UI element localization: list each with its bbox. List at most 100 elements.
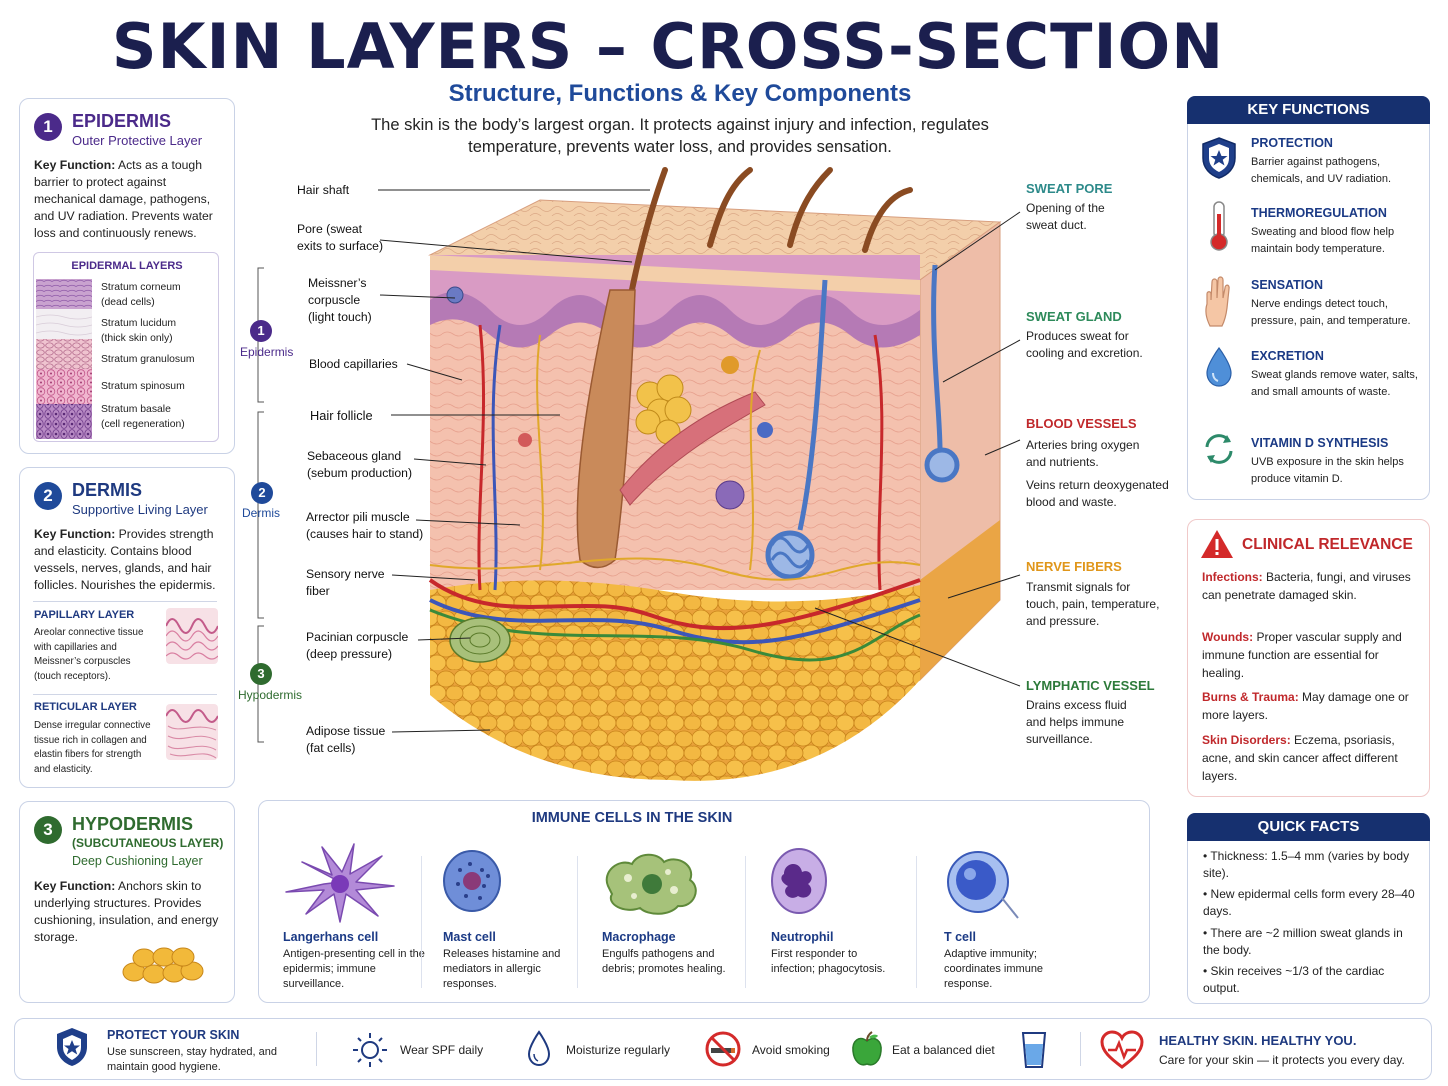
immune-tcell-name: T cell	[944, 930, 976, 944]
meissners-corpuscle	[446, 286, 464, 304]
dermis-key-function: Key Function: Provides strength and elas…	[34, 527, 216, 592]
t-cell-icon	[947, 851, 1019, 919]
sun-icon	[353, 1033, 387, 1067]
label-hair-follicle: Hair follicle	[310, 408, 373, 423]
immune-mast-name: Mast cell	[443, 930, 496, 944]
intro-text: The skin is the body’s largest organ. It…	[371, 116, 989, 156]
heart-pulse-icon	[1100, 1030, 1144, 1069]
key-functions-heading: KEY FUNCTIONS	[1187, 96, 1430, 124]
footer-protect-title: PROTECT YOUR SKIN	[107, 1028, 240, 1042]
hypodermis-title: HYPODERMIS	[72, 814, 194, 834]
layer-basale: Stratum basale(cell regeneration)	[101, 404, 185, 430]
quick-fact-item: • There are ~2 million sweat glands in t…	[1203, 926, 1403, 957]
marker-epidermis-number: 1	[250, 320, 272, 342]
hair-follicle	[576, 289, 636, 569]
label-sweat-pore-text: Opening of the sweat duct.	[1026, 201, 1105, 232]
immune-langerhans-name: Langerhans cell	[283, 930, 379, 944]
langerhans-cell-icon	[285, 843, 395, 923]
nerve-fiber	[429, 557, 921, 581]
no-smoking-icon	[705, 1031, 741, 1067]
cycle-arrows-icon	[1205, 434, 1233, 464]
pacinian-corpuscle	[449, 617, 511, 663]
immune-tcell-text: Adaptive immunity; coordinates immune re…	[944, 948, 1044, 990]
label-sweat-pore-title: SWEAT PORE	[1026, 181, 1113, 196]
divider	[745, 856, 746, 988]
hypodermis-subtitle: Deep Cushioning Layer	[72, 854, 203, 868]
reticular-text: Dense irregular connective tissue rich i…	[34, 720, 151, 775]
footer-healthy-text: Care for your skin — it protects you eve…	[1159, 1053, 1405, 1067]
layer-lucidum: Stratum lucidum(thick skin only)	[101, 318, 177, 344]
kf-vitamin-d-text: UVB exposure in the skin helps produce v…	[1251, 456, 1404, 485]
dermis-subtitle: Supportive Living Layer	[72, 502, 208, 517]
mast-cell-icon	[443, 850, 501, 912]
footer-healthy-title: HEALTHY SKIN. HEALTHY YOU.	[1159, 1033, 1357, 1048]
apple-icon	[852, 1031, 882, 1066]
warning-icon	[1201, 530, 1233, 558]
marker-hypodermis-label: Hypodermis	[238, 688, 303, 702]
papillary-text: Areolar connective tissue with capillari…	[34, 627, 144, 682]
divider	[316, 1032, 317, 1066]
page-title: SKIN LAYERS – CROSS-SECTION	[111, 10, 1225, 83]
label-blood-vessels-text2: Veins return deoxygenated blood and wast…	[1026, 478, 1169, 509]
divider	[1080, 1032, 1081, 1066]
quick-facts-card	[1187, 813, 1430, 1004]
label-blood-capillaries: Blood capillaries	[309, 357, 398, 371]
droplet-icon	[527, 1030, 551, 1067]
immune-cells-heading: IMMUNE CELLS IN THE SKIN	[531, 810, 733, 826]
hypodermis-title-sub: (SUBCUTANEOUS LAYER)	[72, 836, 224, 850]
reticular-illustration	[166, 704, 218, 760]
kf-excretion-text: Sweat glands remove water, salts, and sm…	[1251, 369, 1418, 398]
label-blood-vessels-text: Arteries bring oxygen and nutrients.	[1026, 438, 1140, 469]
quick-facts-heading: QUICK FACTS	[1187, 813, 1430, 841]
kf-thermoregulation-text: Sweating and blood flow help maintain bo…	[1251, 226, 1395, 255]
immune-neutrophil-name: Neutrophil	[771, 930, 834, 944]
label-lymphatic-text: Drains excess fluid and helps immune sur…	[1026, 698, 1127, 746]
label-nerve-fibers-title: NERVE FIBERS	[1026, 559, 1122, 574]
clinical-burns: Burns & Trauma: May damage one or more l…	[1202, 690, 1409, 722]
immune-macrophage-name: Macrophage	[602, 930, 676, 944]
shield-icon	[1202, 137, 1236, 179]
page-subtitle: Structure, Functions & Key Components	[448, 80, 912, 107]
divider	[916, 856, 917, 988]
kf-sensation-title: SENSATION	[1251, 278, 1323, 292]
hypodermis-number: 3	[34, 816, 62, 844]
label-sweat-gland-text: Produces sweat for cooling and excretion…	[1026, 329, 1143, 360]
tip-smoking: Avoid smoking	[752, 1043, 830, 1057]
reticular-title: RETICULAR LAYER	[34, 701, 137, 713]
artery	[428, 578, 921, 631]
tip-diet: Eat a balanced diet	[892, 1043, 995, 1057]
swatch-lucidum	[36, 309, 92, 339]
divider	[33, 601, 217, 602]
label-lymphatic-title: LYMPHATIC VESSEL	[1026, 678, 1155, 693]
epidermis-key-function: Key Function: Acts as a tough barrier to…	[34, 158, 213, 240]
dermis-card: 2 DERMIS Supportive Living Layer Key Fun…	[19, 467, 235, 788]
tip-moisturize: Moisturize regularly	[566, 1043, 671, 1057]
layer-granulosum: Stratum granulosum	[101, 354, 195, 365]
clinical-heading: CLINICAL RELEVANCE	[1242, 536, 1413, 553]
epidermis-title: EPIDERMIS	[72, 111, 172, 131]
divider	[421, 856, 422, 988]
label-pacinian-corpuscle: Pacinian corpuscle(deep pressure)	[306, 630, 409, 661]
marker-epidermis-label: Epidermis	[240, 345, 294, 359]
label-adipose-tissue: Adipose tissue(fat cells)	[306, 724, 386, 755]
water-drop-icon	[1206, 346, 1232, 387]
epidermal-layers-box: EPIDERMAL LAYERS Stratum corneum(dead ce…	[33, 252, 219, 442]
quick-fact-item: • Skin receives ~1/3 of the cardiac outp…	[1203, 964, 1385, 995]
immune-macrophage-text: Engulfs pathogens and debris; promotes h…	[602, 948, 726, 975]
kf-thermoregulation-title: THERMOREGULATION	[1251, 206, 1387, 220]
kf-excretion-title: EXCRETION	[1251, 349, 1324, 363]
papillary-illustration	[166, 608, 218, 664]
epidermal-layers-swatches	[36, 279, 92, 439]
kf-protection-text: Barrier against pathogens, chemicals, an…	[1251, 156, 1392, 185]
label-arrector-pili: Arrector pili muscle(causes hair to stan…	[306, 510, 424, 541]
label-blood-vessels-title: BLOOD VESSELS	[1026, 416, 1137, 431]
label-hair-shaft: Hair shaft	[297, 183, 350, 197]
epidermis-subtitle: Outer Protective Layer	[72, 133, 203, 148]
clinical-infections: Infections: Bacteria, fungi, and viruses…	[1202, 570, 1411, 602]
sweat-gland	[765, 264, 960, 580]
marker-hypodermis-number: 3	[250, 663, 272, 685]
immune-langerhans-text: Antigen-presenting cell in the epidermis…	[283, 948, 425, 990]
layer-spinosum: Stratum spinosum	[101, 381, 185, 392]
